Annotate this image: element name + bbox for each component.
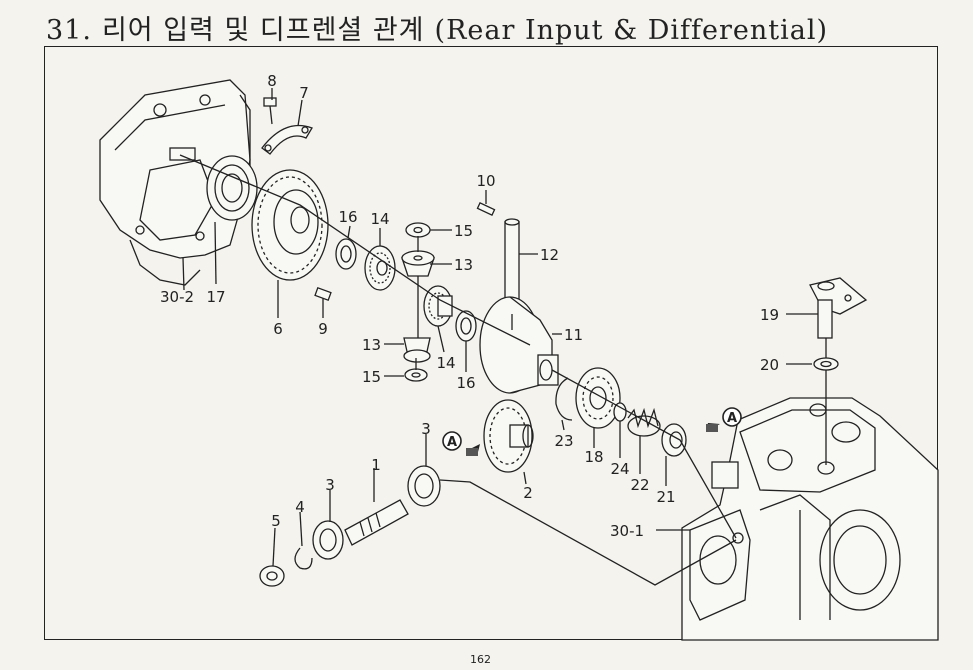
page-title: 31. 리어 입력 및 디프렌셜 관계 (Rear Input & Differen…	[46, 8, 838, 47]
part-label: 12	[540, 246, 559, 264]
ring-gear-6	[251, 169, 329, 281]
part-label: 23	[554, 432, 573, 450]
part-label: 18	[584, 448, 603, 466]
washer-15-upper	[405, 222, 431, 238]
page-number: 162	[470, 653, 491, 666]
assembly-lines	[179, 154, 827, 586]
diagram-frame	[44, 46, 938, 640]
pinion-gear-13-lower	[403, 337, 431, 363]
part-label: 20	[760, 356, 779, 374]
washer-24	[613, 402, 627, 422]
bevel-gear-2	[483, 399, 534, 473]
view-a-marker-left: A	[442, 431, 480, 456]
part-label: 7	[299, 84, 309, 102]
part-label: 8	[267, 72, 277, 90]
bearing-18	[575, 367, 621, 429]
title-english: (Rear Input & Differential)	[434, 15, 829, 46]
part-label: 16	[456, 374, 475, 392]
collar-21	[661, 423, 687, 457]
view-a-label: A	[447, 435, 457, 450]
pin-9	[314, 287, 332, 301]
part-label: 2	[523, 484, 533, 502]
title-korean: 리어 입력 및 디프렌셜 관계	[101, 15, 425, 46]
part-labels: 1 2 3 3 4 5 6 7 8 9 10 11 12 13 13 14 14…	[160, 72, 779, 540]
part-label: 3	[421, 420, 431, 438]
part-label: 1	[371, 456, 381, 474]
bearing-17	[206, 155, 258, 221]
pin-10	[476, 202, 496, 216]
leader-lines	[182, 88, 818, 567]
collar-5	[259, 565, 285, 587]
part-label: 13	[362, 336, 381, 354]
section-number: 31.	[46, 15, 92, 46]
part-label: 15	[454, 222, 473, 240]
part-label: 14	[436, 354, 455, 372]
thrust-washer-16-upper	[335, 238, 357, 270]
view-a-marker-right: A	[706, 407, 742, 432]
pinion-gear-13-upper	[401, 250, 435, 277]
washer-20	[813, 357, 839, 371]
part-label: 30-2	[160, 288, 194, 306]
thrust-washer-16-lower	[455, 310, 477, 342]
shim-plate-7	[261, 124, 313, 155]
snap-ring-23	[555, 377, 573, 421]
rear-housing-left	[99, 79, 251, 286]
part-label: 30-1	[610, 522, 644, 540]
part-label: 4	[295, 498, 305, 516]
view-a-label: A	[727, 411, 737, 426]
pinion-shaft-12	[504, 218, 520, 315]
washer-15-lower	[404, 368, 428, 382]
bolt-8	[263, 97, 277, 125]
part-label: 21	[656, 488, 675, 506]
side-gear-14-upper	[364, 245, 396, 291]
part-label: 6	[273, 320, 283, 338]
part-label: 16	[338, 208, 357, 226]
part-label: 24	[610, 460, 629, 478]
rear-housing-right	[681, 397, 939, 641]
part-label: 9	[318, 320, 328, 338]
part-label: 15	[362, 368, 381, 386]
part-label: 19	[760, 306, 779, 324]
part-label: 11	[564, 326, 583, 344]
part-label: 3	[325, 476, 335, 494]
lever-19	[809, 277, 868, 339]
part-label: 22	[630, 476, 649, 494]
snap-ring-4	[294, 547, 313, 570]
differential-case-11	[479, 296, 559, 394]
part-label: 5	[271, 512, 281, 530]
part-label: 13	[454, 256, 473, 274]
spring-22	[627, 407, 661, 437]
bearing-3-lower	[312, 520, 344, 560]
input-shaft-1	[344, 499, 409, 546]
part-label: 17	[206, 288, 225, 306]
bearing-3-upper	[407, 465, 441, 507]
part-label: 10	[476, 172, 495, 190]
part-label: 14	[370, 210, 389, 228]
